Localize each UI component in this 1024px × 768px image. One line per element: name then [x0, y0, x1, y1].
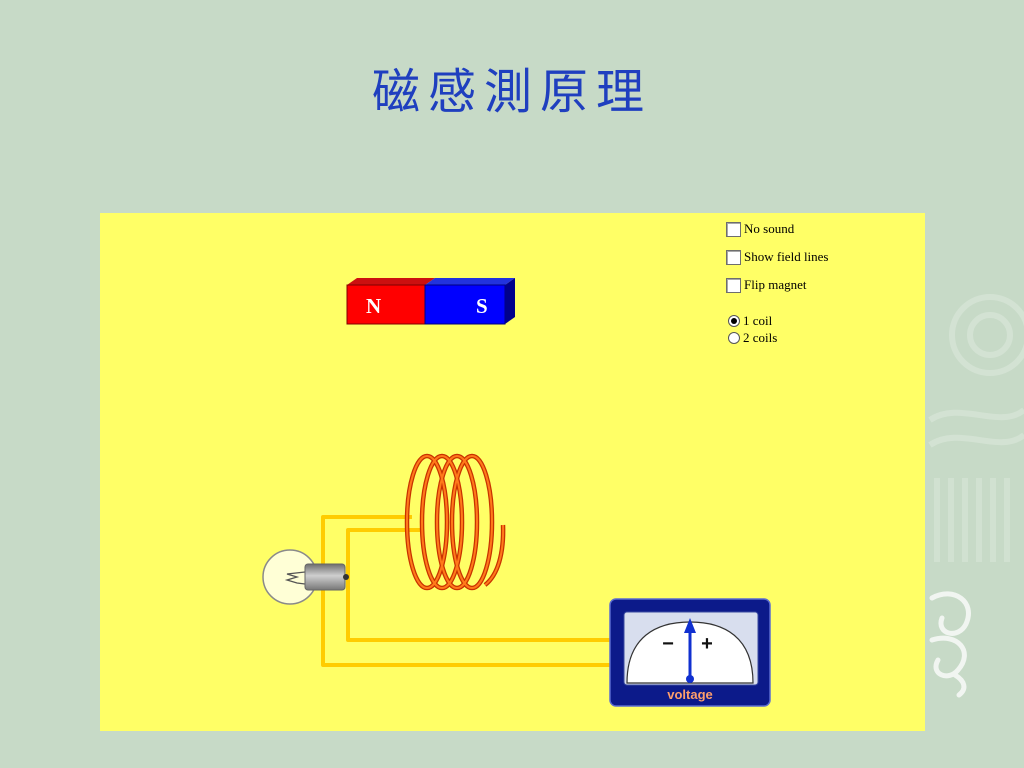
- simulation-drawing[interactable]: N S − + voltage: [100, 213, 925, 731]
- magnet-north-top: [347, 278, 435, 285]
- light-bulb: [262, 549, 349, 605]
- two-coils-radio[interactable]: [728, 332, 740, 344]
- meter-caption: voltage: [667, 687, 713, 702]
- meter-plus-label: +: [701, 633, 713, 655]
- flip-magnet-checkbox-row[interactable]: Flip magnet: [726, 277, 806, 293]
- coil-loop: [406, 455, 448, 589]
- two-coils-radio-row[interactable]: 2 coils: [728, 330, 778, 345]
- bar-magnet[interactable]: N S: [346, 278, 515, 325]
- magnet-south-face: [424, 284, 506, 325]
- meter-needle: [684, 618, 696, 679]
- two-coils-label: 2 coils: [743, 330, 778, 345]
- flip-magnet-label: Flip magnet: [744, 277, 807, 292]
- voltmeter: − + voltage: [609, 598, 771, 707]
- meter-minus-label: −: [662, 633, 674, 655]
- bulb-filament: [284, 571, 306, 585]
- outer-wire: [321, 515, 610, 667]
- no-sound-checkbox-row[interactable]: No sound: [726, 221, 794, 237]
- bulb-base: [304, 563, 346, 591]
- needle-arrowhead: [684, 618, 696, 633]
- coil-loop: [421, 455, 463, 589]
- coil-loop: [436, 455, 478, 589]
- magnet-north-face: [346, 284, 426, 325]
- coil[interactable]: [404, 453, 506, 591]
- needle-pivot: [686, 675, 694, 683]
- bulb-contact: [343, 574, 349, 580]
- one-coil-radio-row[interactable]: 1 coil: [728, 313, 773, 328]
- one-coil-radio[interactable]: [728, 315, 740, 327]
- magnet-south-label: S: [476, 294, 488, 318]
- coil-tail: [484, 524, 505, 586]
- show-field-lines-label: Show field lines: [744, 249, 829, 264]
- simulation-canvas[interactable]: N S − + voltage No sound Show field line…: [100, 213, 925, 731]
- magnet-south-top: [425, 278, 515, 285]
- magnet-north-label: N: [366, 294, 381, 318]
- no-sound-label: No sound: [744, 221, 795, 236]
- coil-loop: [451, 455, 493, 589]
- inner-wire: [346, 528, 610, 642]
- show-field-lines-checkbox[interactable]: [726, 249, 741, 265]
- circuit-wires: [321, 515, 610, 667]
- no-sound-checkbox[interactable]: [726, 221, 741, 237]
- flip-magnet-checkbox[interactable]: [726, 277, 741, 293]
- slide-title: 磁感測原理: [371, 64, 652, 120]
- show-field-lines-checkbox-row[interactable]: Show field lines: [726, 249, 829, 265]
- one-coil-label: 1 coil: [743, 313, 773, 328]
- magnet-south-side: [505, 278, 515, 324]
